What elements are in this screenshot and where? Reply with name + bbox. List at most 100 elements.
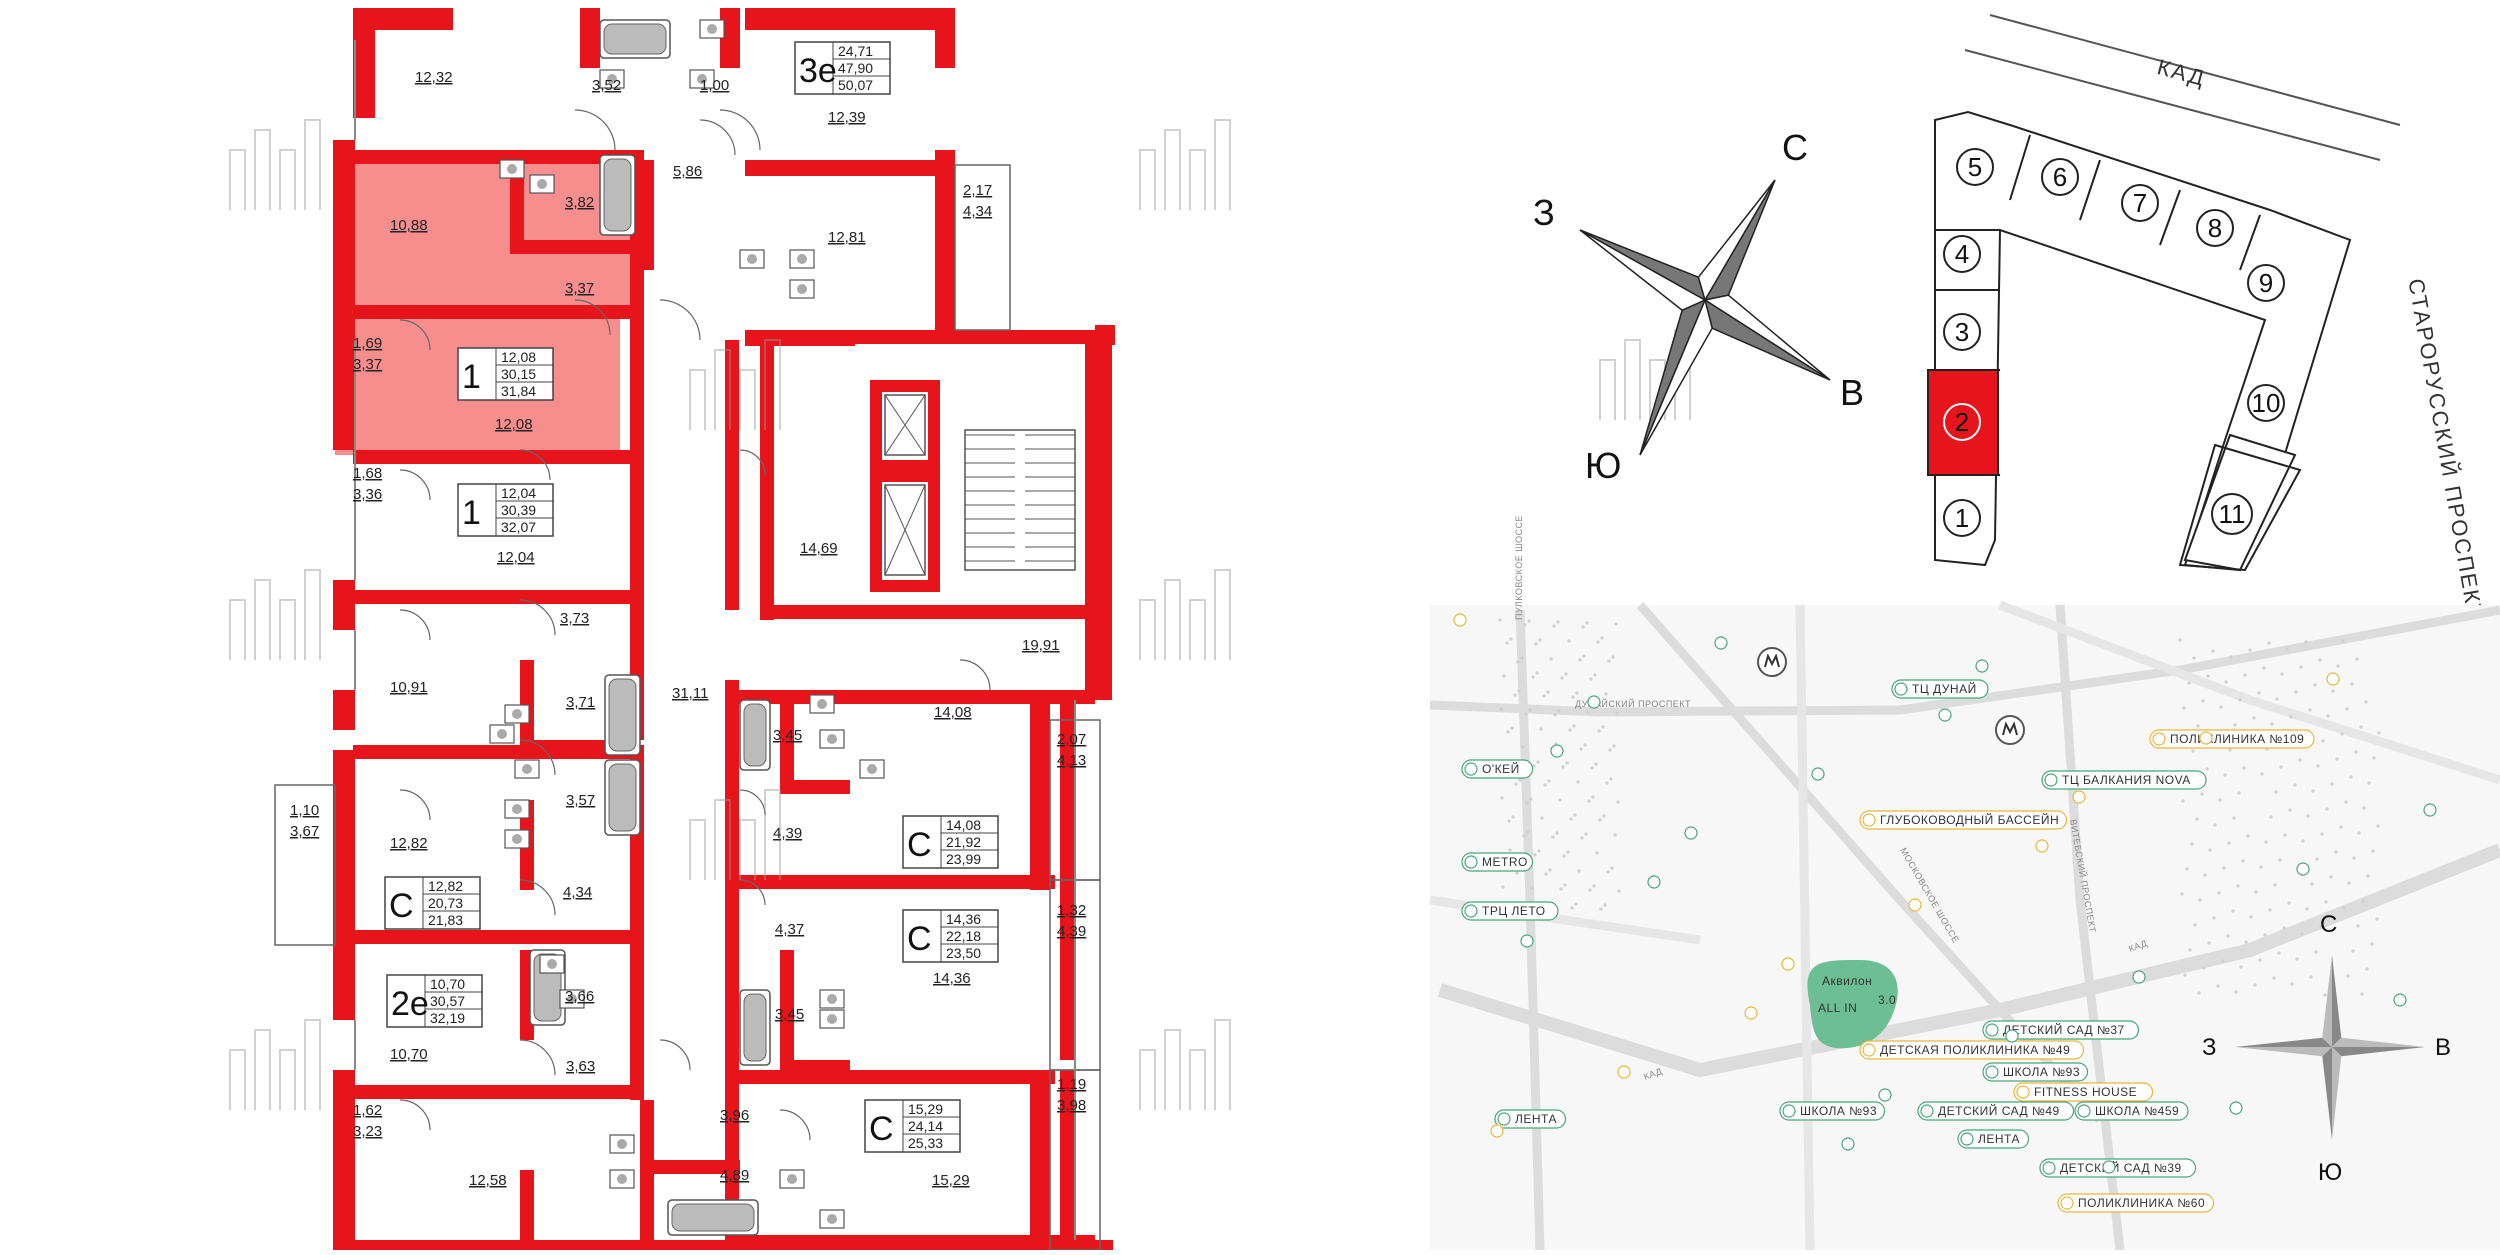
poi-pill[interactable] xyxy=(1891,679,1989,699)
poi-label: ТРЦ ЛЕТО xyxy=(1482,904,1546,918)
compass-ray xyxy=(1579,229,1707,302)
poi-pill[interactable] xyxy=(2074,1101,2189,1121)
poi-icon xyxy=(2016,1085,2030,1099)
poi-pill[interactable] xyxy=(2041,770,2207,790)
poi-pill[interactable] xyxy=(1461,759,1534,779)
apartment-info-box[interactable] xyxy=(902,909,999,963)
park-dot xyxy=(2213,823,2217,827)
park-dot xyxy=(1592,884,1596,888)
park-dot xyxy=(2192,656,2196,660)
park-dot xyxy=(2315,857,2319,861)
building-marker[interactable] xyxy=(1943,235,1981,273)
building-marker[interactable] xyxy=(2041,158,2079,196)
park-dot xyxy=(1555,831,1559,835)
park-dot xyxy=(2365,967,2369,971)
park-dot xyxy=(1553,713,1557,717)
small-compass-ray xyxy=(2322,955,2332,1047)
room-area-label: 12,32 xyxy=(415,69,453,86)
building-marker[interactable] xyxy=(2196,209,2234,247)
fixture-bowl-icon xyxy=(512,834,522,844)
wall-segment xyxy=(745,160,955,176)
park-dot xyxy=(2313,683,2317,687)
poi-pill[interactable] xyxy=(1917,1101,2075,1121)
project-badge[interactable] xyxy=(1807,960,1898,1049)
park-dot xyxy=(1530,886,1534,890)
wall-segment xyxy=(1060,700,1074,880)
wall-segment xyxy=(725,1010,739,1230)
wall-segment xyxy=(333,270,355,450)
door-swing xyxy=(659,299,701,341)
apartment-info-box[interactable] xyxy=(384,876,481,930)
building-marker[interactable] xyxy=(2247,264,2285,302)
room-area-label: 12,81 xyxy=(828,229,866,246)
park-dot xyxy=(2254,890,2258,894)
map-marker-icon xyxy=(1684,826,1698,840)
poi-pill[interactable] xyxy=(1957,1129,2030,1149)
park-dot xyxy=(2227,841,2231,845)
building-marker[interactable] xyxy=(2211,493,2253,535)
apartment-info-box[interactable] xyxy=(794,41,891,95)
poi-label: FITNESS HOUSE xyxy=(2034,1085,2137,1099)
poi-pill[interactable] xyxy=(1982,1062,2089,1082)
map-marker-icon xyxy=(1587,695,1601,709)
park-dot xyxy=(1507,819,1511,823)
apartment-area-value: 22,18 xyxy=(946,928,981,944)
poi-pill[interactable] xyxy=(1859,1040,2085,1060)
apartment-info-box[interactable] xyxy=(864,1099,961,1153)
park-dot xyxy=(1569,817,1573,821)
poi-pill[interactable] xyxy=(1494,1109,1567,1129)
poi-pill[interactable] xyxy=(1461,901,1559,921)
wall-segment xyxy=(580,8,600,68)
poi-pill[interactable] xyxy=(2057,1193,2215,1213)
bathtub-basin-icon xyxy=(608,678,637,752)
park-dot xyxy=(2321,739,2325,743)
poi-pill[interactable] xyxy=(2149,729,2315,749)
selected-apartment-fill[interactable] xyxy=(335,150,640,455)
room-area-label: 12,08 xyxy=(495,416,533,433)
room-area-label: 3,73 xyxy=(560,610,589,627)
balcony-outline xyxy=(954,164,1011,331)
building-marker[interactable] xyxy=(1943,403,1981,441)
fixture-bowl-icon xyxy=(797,254,807,264)
watermark-mark xyxy=(1599,329,1691,420)
apartment-info-box[interactable] xyxy=(386,974,483,1028)
park-dot xyxy=(1527,619,1531,623)
poi-label: METRO xyxy=(1482,855,1528,869)
room-area-label: 10,70 xyxy=(390,1046,428,1063)
poi-pill[interactable] xyxy=(1982,1020,2140,1040)
building-marker[interactable] xyxy=(2121,184,2159,222)
park-dot xyxy=(2274,790,2278,794)
park-dot xyxy=(2242,766,2246,770)
poi-pill[interactable] xyxy=(2013,1082,2154,1102)
poi-icon xyxy=(2044,773,2058,787)
park-dot xyxy=(2301,839,2305,843)
park-dot xyxy=(2195,817,2199,821)
wall-segment xyxy=(780,780,850,794)
building-marker[interactable] xyxy=(1956,148,1994,186)
poi-label: ШКОЛА №93 xyxy=(1800,1104,1877,1118)
poi-pill[interactable] xyxy=(1859,810,2068,830)
building-marker[interactable] xyxy=(1943,313,1981,351)
park-dot xyxy=(2263,933,2267,937)
apartment-info-box[interactable] xyxy=(457,483,554,537)
park-dot xyxy=(2325,807,2329,811)
apartment-info-box[interactable] xyxy=(457,347,554,401)
apartment-type-code: С xyxy=(907,920,932,958)
apartment-area-value: 15,29 xyxy=(908,1101,943,1117)
park-dot xyxy=(1577,869,1581,873)
apartment-area-value: 24,14 xyxy=(908,1118,943,1134)
wall-segment xyxy=(870,460,940,472)
building-marker[interactable] xyxy=(2247,384,2285,422)
poi-pill[interactable] xyxy=(2039,1158,2197,1178)
building-marker[interactable] xyxy=(1943,499,1981,537)
building-selected[interactable] xyxy=(1927,369,1999,476)
apartment-info-box[interactable] xyxy=(902,815,999,869)
wall-segment xyxy=(640,160,654,270)
poi-pill[interactable] xyxy=(1461,852,1534,872)
poi-pill[interactable] xyxy=(1779,1101,1886,1121)
park-dot xyxy=(1505,641,1509,645)
room-area-label: 3,37 xyxy=(565,280,594,297)
wall-segment xyxy=(510,240,630,254)
park-dot xyxy=(1582,654,1586,658)
